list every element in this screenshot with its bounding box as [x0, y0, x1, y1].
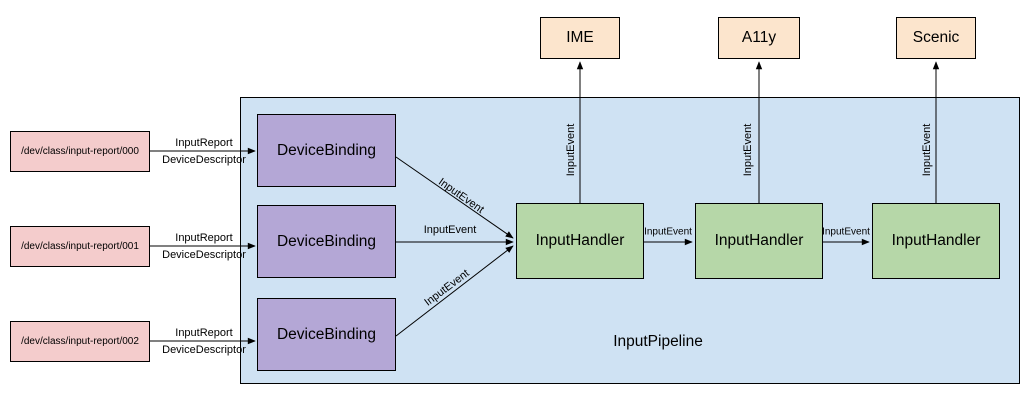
device-binding-1: DeviceBinding [257, 205, 396, 278]
device-node-001: /dev/class/input-report/001 [10, 226, 150, 267]
pipeline-title: InputPipeline [613, 333, 703, 350]
arrow-binding2-handler0 [395, 245, 514, 337]
input-handler-1: InputHandler [695, 203, 823, 279]
device-node-000: /dev/class/input-report/000 [10, 131, 150, 172]
input-handler-0: InputHandler [516, 203, 644, 279]
device-binding-0: DeviceBinding [257, 114, 396, 187]
arrow-binding0-handler0 [395, 156, 514, 239]
output-node-ime: IME [540, 17, 620, 59]
device-binding-2: DeviceBinding [257, 298, 396, 371]
input-handler-2: InputHandler [872, 203, 1000, 279]
output-node-scenic: Scenic [896, 17, 976, 59]
device-node-002: /dev/class/input-report/002 [10, 321, 150, 362]
output-node-a11y: A11y [718, 17, 800, 59]
